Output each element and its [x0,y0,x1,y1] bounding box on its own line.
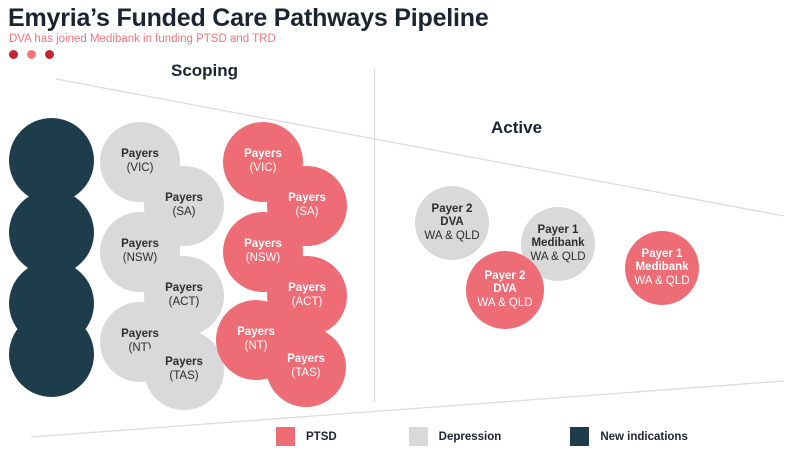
bubble-line-1: Payers [288,282,326,295]
new-indication-4-bubble[interactable] [9,312,94,397]
scoping-ptsd-payers-tas-bubble[interactable]: Payers(TAS) [266,327,346,407]
scoping-depression-payers-sa-bubble[interactable]: Payers(SA) [144,166,224,246]
bubble-line-3: WA & QLD [424,229,480,242]
legend-item-ptsd[interactable]: PTSD [276,427,337,446]
bubble-line-1: Payers [165,192,203,205]
legend-swatch-depression [408,427,428,446]
bubble-line-2: Medibank [531,237,585,250]
bubble-line-2: (ACT) [168,296,200,308]
legend-item-depression[interactable]: Depression [408,427,502,446]
bubble-line-2: (NSW) [245,252,281,264]
bubble-line-3: WA & QLD [634,274,690,287]
bubble-line-1: Payers [244,238,282,251]
bubble-line-1: Payers [121,328,159,341]
bubble-line-1: Payers [287,353,325,366]
legend-label: New indications [600,430,688,443]
bubble-line-1: Payer 1 [641,247,683,260]
bubble-line-1: Payer 1 [537,223,579,236]
scoping-depression-payers-tas-bubble[interactable]: Payers(TAS) [144,330,224,410]
bubble-line-2: (TAS) [169,370,199,382]
bubble-line-2: (NSW) [122,252,158,264]
bubble-line-2: (SA) [295,206,319,218]
bubble-line-1: Payers [165,356,203,369]
legend-swatch-ptsd [276,427,295,446]
bubble-line-3: WA & QLD [477,296,533,309]
decorative-dots [9,50,54,59]
bubble-line-1: Payers [121,238,159,251]
legend-label: PTSD [306,430,337,443]
new-indication-1-bubble[interactable] [9,118,94,203]
bubble-line-1: Payers [288,192,326,205]
new-indication-2-bubble[interactable] [9,190,94,275]
bubble-line-1: Payer 2 [484,269,526,282]
legend: PTSD Depression New indications [276,427,688,446]
bubble-line-2: (NT) [128,342,152,354]
bubble-line-2: (VIC) [126,162,154,174]
bubble-line-1: Payers [244,148,282,161]
bubble-line-3: WA & QLD [530,250,586,263]
page-title: Emyria’s Funded Care Pathways Pipeline [8,4,489,32]
bubble-line-1: Payer 2 [431,202,473,215]
bubble-line-2: DVA [493,283,517,296]
bubble-line-1: Payers [237,326,275,339]
bubble-line-1: Payers [121,148,159,161]
bubble-line-2: (VIC) [249,162,277,174]
dot-2 [27,50,36,59]
bubble-line-2: (SA) [172,206,196,218]
dot-3 [45,50,54,59]
stage-label-active: Active [491,118,543,137]
dot-1 [9,50,18,59]
stage-label-scoping: Scoping [171,61,239,80]
bubble-line-2: (ACT) [291,296,323,308]
page-subtitle: DVA has joined Medibank in funding PTSD … [9,33,276,45]
legend-item-new-indications[interactable]: New indications [570,427,688,446]
bubble-line-2: DVA [440,216,464,229]
legend-swatch-new-indications [570,427,590,446]
legend-label: Depression [438,430,502,443]
bubble-line-1: Payers [165,282,203,295]
bubble-line-2: (NT) [244,340,268,352]
bubble-line-2: Medibank [635,261,689,274]
bubble-line-2: (TAS) [291,367,321,379]
